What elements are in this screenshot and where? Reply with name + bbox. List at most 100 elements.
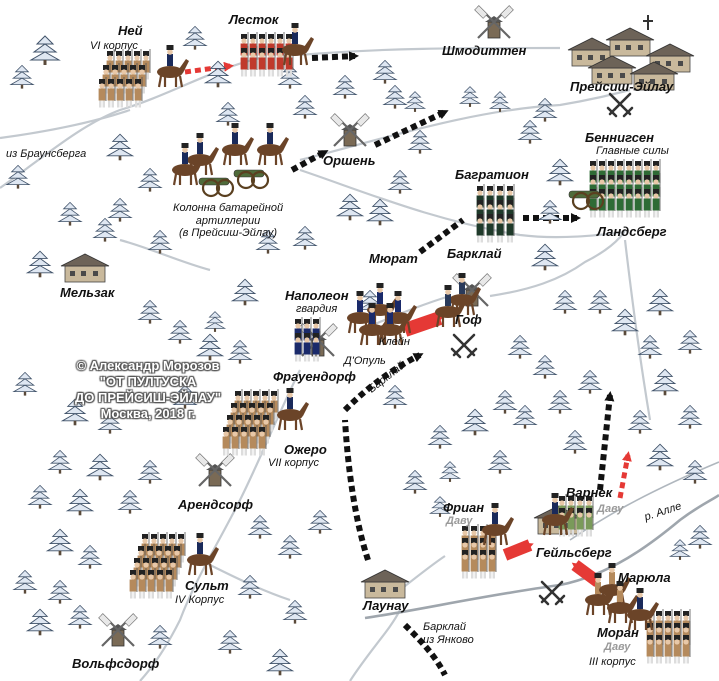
morand-corps-label: III корпус	[589, 656, 636, 668]
snow-fir-tree-icon	[195, 333, 225, 361]
snow-fir-tree-icon	[382, 384, 408, 409]
snow-fir-tree-icon	[517, 119, 543, 144]
orshen-label: Оршень	[323, 153, 376, 168]
morand-sub-label: Даву	[604, 641, 631, 653]
snow-fir-tree-icon	[382, 84, 408, 109]
snow-fir-tree-icon	[530, 243, 560, 271]
snow-fir-tree-icon	[227, 339, 253, 364]
snow-fir-tree-icon	[5, 164, 31, 189]
arrow-ney-lestocq	[184, 61, 234, 75]
barclay-yankovo-label: Барклай из Янково	[423, 621, 474, 646]
launau-label: Лаунау	[363, 598, 409, 613]
arrow-orshen-eylau	[373, 109, 449, 148]
snow-fir-tree-icon	[645, 288, 675, 316]
snow-fir-tree-icon	[627, 409, 653, 434]
snow-fir-tree-icon	[532, 97, 558, 122]
russian-arrows	[290, 51, 615, 677]
marulaz-label: Марюла	[618, 570, 671, 585]
snow-fir-tree-icon	[265, 648, 295, 676]
snow-fir-tree-icon	[247, 514, 273, 539]
snow-fir-tree-icon	[147, 229, 173, 254]
lestocq-label: Лесток	[229, 12, 279, 27]
shmoditten-label: Шмодиттен	[442, 43, 527, 58]
road	[119, 238, 211, 272]
snow-fir-tree-icon	[460, 408, 490, 436]
arrow-murat-bagration	[418, 217, 465, 255]
bennigsen-sub-label: Главные силы	[596, 145, 669, 157]
artillery-line-2: артиллерии	[195, 214, 261, 227]
snow-fir-tree-icon	[77, 544, 103, 569]
snow-fir-tree-icon	[687, 524, 713, 549]
artillery-column-unit	[170, 121, 291, 198]
watermark-line-3: ДО ПРЕЙСИШ-ЭЙЛАУ"	[75, 390, 221, 405]
snow-fir-tree-icon	[402, 469, 428, 494]
landsberg-label: Ландсберг	[597, 224, 667, 239]
arrow-barclay-hof	[342, 352, 424, 413]
snow-fir-tree-icon	[637, 334, 663, 359]
napoleon-guard-unit	[294, 316, 321, 362]
napoleon-guard-label: гвардия	[296, 303, 338, 315]
road	[299, 46, 561, 57]
road	[299, 168, 626, 239]
ney-corps-label: VI корпус	[90, 40, 138, 52]
snow-fir-tree-icon	[292, 225, 318, 250]
barclay-yankovo-line-1: Барклай	[423, 621, 467, 633]
snow-fir-tree-icon	[137, 459, 163, 484]
snow-fir-tree-icon	[365, 198, 395, 226]
artillery-line-1: Колонна батарейной	[173, 202, 284, 214]
arrow-friant-heilsberg	[502, 539, 534, 561]
watermark-line-4: Москва, 2018 г.	[100, 406, 196, 421]
snow-fir-tree-icon	[60, 398, 90, 426]
road	[349, 609, 401, 681]
snow-fir-tree-icon	[97, 409, 123, 434]
barclay-yankovo-line-2: из Янково	[423, 633, 474, 646]
snow-fir-tree-icon	[117, 489, 143, 514]
snow-fir-tree-icon	[403, 91, 427, 112]
snow-fir-tree-icon	[12, 569, 38, 594]
snow-fir-tree-icon	[137, 167, 163, 192]
snow-fir-tree-icon	[47, 449, 73, 474]
snow-fir-tree-icon	[335, 193, 365, 221]
snow-fir-tree-icon	[512, 404, 538, 429]
snow-fir-tree-icon	[682, 459, 708, 484]
snow-fir-tree-icon	[438, 461, 462, 482]
arrow-launau-north	[342, 419, 371, 561]
snow-fir-tree-icon	[57, 201, 83, 226]
napoleon-label: Наполеон	[285, 288, 349, 303]
artillery-line-3: (в Прейсиш-Эйлау)	[178, 227, 278, 240]
soult-label: Сульт	[185, 578, 229, 593]
friant-label: Фриан	[443, 500, 485, 515]
preussisch-eylau-label: Прейсиш-Эйлау	[570, 79, 674, 94]
wolfsdorf-label: Вольфсдорф	[72, 656, 160, 671]
snow-fir-tree-icon	[172, 384, 198, 409]
from-braunsberg-label: из Браунсберга	[6, 148, 87, 160]
snow-fir-tree-icon	[387, 169, 413, 194]
snow-fir-tree-icon	[650, 368, 680, 396]
friant-sub-label: Даву	[446, 515, 473, 527]
morand-label: Моран	[597, 625, 639, 640]
augereau-label: Ожеро	[284, 442, 327, 457]
road	[299, 88, 631, 162]
bennigsen-label: Беннигсен	[585, 130, 655, 145]
road	[0, 108, 131, 140]
arrow-artillery-orshen	[290, 149, 329, 173]
ney-label: Ней	[118, 23, 143, 38]
arrow-warneck-north	[617, 451, 632, 499]
snow-fir-tree-icon	[645, 443, 675, 471]
snow-fir-tree-icon	[610, 308, 640, 336]
snow-fir-tree-icon	[545, 158, 575, 186]
snow-fir-tree-icon	[677, 404, 703, 429]
snow-fir-tree-icon	[507, 334, 533, 359]
snow-fir-tree-icon	[65, 488, 95, 516]
french-arrows	[184, 61, 632, 587]
arrow-murat-hof	[402, 311, 444, 337]
eylau-town-icon	[567, 15, 695, 91]
warneck-sub-label: Даву	[597, 503, 624, 515]
snow-fir-tree-icon	[677, 329, 703, 354]
snow-fir-tree-icon	[182, 25, 208, 50]
snow-fir-tree-icon	[147, 624, 173, 649]
melzak-label: Мельзак	[60, 285, 115, 300]
snow-fir-tree-icon	[668, 539, 692, 560]
